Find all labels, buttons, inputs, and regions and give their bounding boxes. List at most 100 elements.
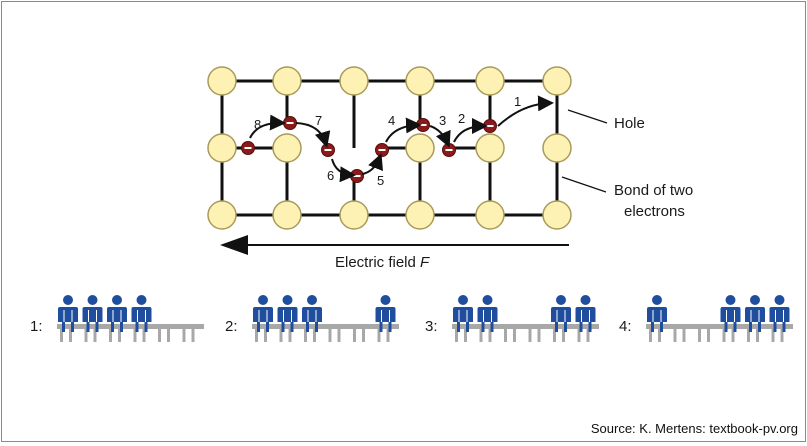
person-icon: [745, 295, 765, 332]
bench-leg: [722, 329, 726, 342]
atom: [405, 66, 435, 96]
bench-seat: [57, 324, 204, 329]
bench-seat: [646, 324, 793, 329]
atom: [542, 66, 572, 96]
atom: [542, 133, 572, 163]
hole-callout-line: [567, 109, 608, 124]
bench-leg: [362, 329, 365, 342]
electron: [442, 143, 456, 157]
atom: [207, 66, 237, 96]
atom: [475, 66, 505, 96]
bench-label: 3:: [425, 318, 438, 335]
bench-leg: [658, 329, 661, 342]
bench-leg: [577, 329, 581, 342]
person-icon: [720, 295, 741, 332]
bench-leg: [337, 329, 341, 342]
person-icon: [769, 295, 790, 332]
hop-arrow-8: [249, 114, 286, 139]
bench-leg: [182, 329, 186, 342]
hop-arrow-5: [361, 153, 383, 175]
bench-leg: [142, 329, 146, 342]
bench-label: 4:: [619, 318, 632, 335]
bench-row-3: 3:: [425, 295, 599, 342]
bench-row-4: 4:: [619, 295, 793, 342]
atom: [207, 133, 237, 163]
electron: [350, 169, 364, 183]
bench-leg: [377, 329, 381, 342]
bench-row-1: 1:: [30, 295, 204, 342]
bench-leg: [84, 329, 88, 342]
person-icon: [647, 295, 667, 332]
bench-leg: [747, 329, 750, 342]
bench-leg: [313, 329, 316, 342]
person-icon: [253, 295, 273, 332]
atom: [272, 66, 302, 96]
person-icon: [575, 295, 596, 332]
bench-leg: [780, 329, 784, 342]
step-number-7: 7: [315, 113, 322, 128]
step-number-3: 3: [439, 113, 446, 128]
bench-leg: [673, 329, 677, 342]
person-icon: [131, 295, 152, 332]
bench-leg: [158, 329, 161, 342]
bench-leg: [386, 329, 390, 342]
bench-leg: [771, 329, 775, 342]
bench-leg: [353, 329, 356, 342]
step-number-1: 1: [514, 94, 521, 109]
bench-leg: [528, 329, 532, 342]
bench-leg: [586, 329, 590, 342]
bench-leg: [288, 329, 292, 342]
bench-leg: [118, 329, 121, 342]
atom: [405, 200, 435, 230]
bench-leg: [756, 329, 759, 342]
hop-arrow-1: [497, 95, 554, 127]
electric-field-text: Electric field: [335, 254, 420, 271]
atom: [207, 200, 237, 230]
bond-label-line1: Bond of two: [614, 182, 693, 199]
bench-label: 2:: [225, 318, 238, 335]
bench-leg: [191, 329, 195, 342]
person-icon: [58, 295, 78, 332]
person-icon: [107, 295, 127, 332]
bench-leg: [731, 329, 735, 342]
bench-leg: [279, 329, 283, 342]
step-numbers: 1 2 3 4 5 6 7 8: [254, 94, 521, 188]
hop-arrow-7: [295, 122, 331, 148]
bench-leg: [69, 329, 72, 342]
person-icon: [551, 295, 571, 332]
bench-leg: [504, 329, 507, 342]
step-number-2: 2: [458, 111, 465, 126]
bench-leg: [455, 329, 458, 342]
atom: [475, 133, 505, 163]
bench-leg: [649, 329, 652, 342]
lattice-atoms: [207, 66, 572, 230]
bench-leg: [109, 329, 112, 342]
atom: [405, 133, 435, 163]
bond-label-line2: electrons: [624, 203, 685, 220]
step-number-8: 8: [254, 117, 261, 132]
electric-field-label: Electric field F: [335, 254, 430, 271]
step-number-5: 5: [377, 173, 384, 188]
person-icon: [477, 295, 498, 332]
bench-seat: [252, 324, 399, 329]
bench-leg: [707, 329, 710, 342]
person-icon: [82, 295, 103, 332]
bond-callout-line: [561, 176, 607, 193]
electric-field-symbol: F: [420, 254, 430, 271]
bench-leg: [537, 329, 541, 342]
bench-leg: [562, 329, 565, 342]
bench-leg: [553, 329, 556, 342]
bench-leg: [93, 329, 97, 342]
bench-leg: [167, 329, 170, 342]
electron: [375, 143, 389, 157]
electron: [241, 141, 255, 155]
bench-row-2: 2:: [225, 295, 399, 342]
bench-leg: [255, 329, 258, 342]
bench-leg: [698, 329, 701, 342]
step-number-6: 6: [327, 168, 334, 183]
bench-leg: [464, 329, 467, 342]
bench-leg: [488, 329, 492, 342]
bench-leg: [133, 329, 137, 342]
bench-leg: [60, 329, 63, 342]
